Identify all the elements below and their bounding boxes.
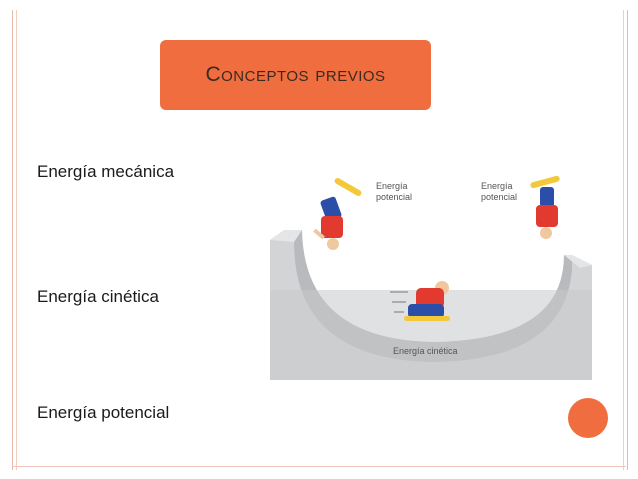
- label-potential-energy-left: Energía potencial: [376, 181, 436, 203]
- label-left-line1: Energía: [376, 181, 408, 191]
- halfpipe-illustration: [270, 175, 592, 380]
- skater-bottom: [390, 281, 450, 321]
- concept-kinetic-energy: Energía cinética: [37, 287, 159, 306]
- slide-frame: [12, 10, 628, 470]
- right-deck: [564, 255, 592, 268]
- title-box: Conceptos previos: [160, 40, 431, 110]
- label-right-line2: potencial: [481, 192, 518, 202]
- skater-right: [530, 175, 560, 239]
- skater-left: [313, 178, 362, 250]
- concept-potential-energy: Energía potencial: [37, 403, 170, 422]
- decorative-circle: [568, 398, 608, 438]
- slide-title: Conceptos previos: [205, 63, 386, 86]
- label-potential-energy-right: Energía potencial: [481, 181, 541, 203]
- slide-bottom-line: [12, 466, 626, 467]
- label-right-line1: Energía: [481, 181, 513, 191]
- label-left-line2: potencial: [376, 192, 413, 202]
- label-kinetic-energy-bottom: Energía cinética: [393, 346, 458, 356]
- left-deck: [270, 230, 302, 242]
- concept-mechanical-energy: Energía mecánica: [37, 162, 175, 181]
